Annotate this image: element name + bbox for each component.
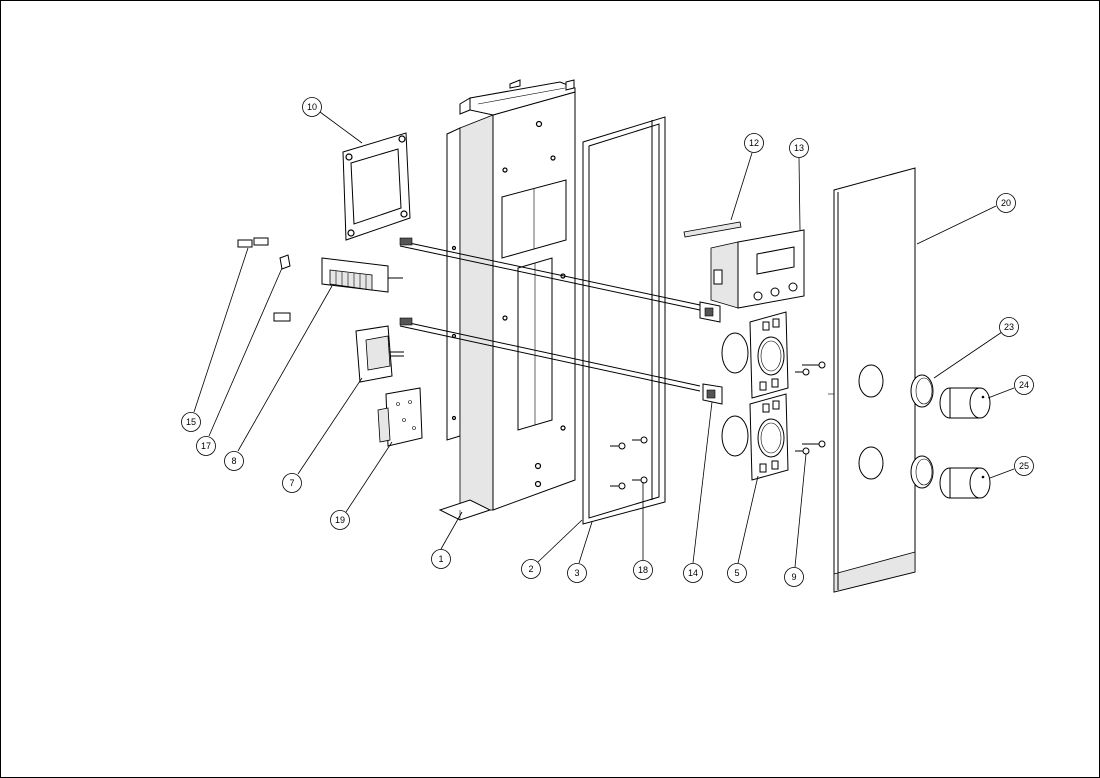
callout-label: 18 [638, 565, 648, 575]
callout-19: 19 [330, 441, 393, 530]
part-2-3-gasket-frame [582, 116, 666, 525]
part-5-lower-bracket [721, 393, 789, 481]
callout-13: 13 [789, 138, 809, 231]
callout-2: 2 [521, 519, 583, 579]
callout-label: 8 [231, 456, 236, 466]
callout-label: 9 [791, 572, 796, 582]
part-24-knob [939, 387, 991, 419]
callout-1: 1 [431, 511, 463, 569]
callout-7: 7 [282, 377, 363, 493]
part-12-strip [683, 221, 742, 238]
callout-5: 5 [727, 475, 759, 583]
callout-label: 13 [794, 143, 804, 153]
callout-18: 18 [633, 482, 653, 580]
part-25-knob [939, 467, 991, 499]
callout-label: 3 [574, 568, 579, 578]
part-7-rotary-switch [355, 325, 404, 383]
callout-15: 15 [181, 247, 249, 432]
part-19-pcb [377, 387, 423, 447]
callout-8: 8 [224, 285, 333, 471]
callout-3: 3 [567, 521, 593, 583]
callout-label: 7 [289, 478, 294, 488]
part-10-bracket-plate [342, 132, 411, 241]
callout-17: 17 [196, 267, 283, 456]
part-5-upper-bracket [721, 311, 789, 399]
part-8-terminal-block [321, 257, 403, 293]
callout-9: 9 [784, 453, 807, 587]
part-17-clip [279, 254, 291, 270]
part-13-display-module [710, 229, 805, 309]
callout-label: 2 [528, 564, 533, 574]
callout-label: 24 [1019, 380, 1029, 390]
callout-label: 5 [734, 568, 739, 578]
part-9-screws [795, 361, 826, 455]
callout-23: 23 [933, 317, 1019, 379]
callout-label: 1 [438, 554, 443, 564]
part-20-front-panel [828, 167, 916, 593]
callout-10: 10 [302, 97, 363, 144]
callout-label: 19 [335, 515, 345, 525]
part-1-main-frame [438, 79, 576, 521]
part-15-connectors [237, 237, 291, 322]
callout-20: 20 [916, 193, 1016, 245]
callout-25: 25 [989, 456, 1034, 479]
upper-cable [399, 237, 721, 323]
callout-label: 10 [307, 102, 317, 112]
callout-12: 12 [730, 133, 764, 221]
lower-cable [399, 317, 723, 405]
part-23-bezels [910, 374, 934, 489]
callout-label: 25 [1019, 461, 1029, 471]
callout-24: 24 [987, 375, 1034, 399]
callout-label: 20 [1001, 198, 1011, 208]
callout-label: 17 [201, 441, 211, 451]
callout-label: 15 [186, 417, 196, 427]
callout-label: 14 [688, 568, 698, 578]
callout-label: 12 [749, 138, 759, 148]
callout-14: 14 [683, 401, 713, 583]
callout-label: 23 [1004, 322, 1014, 332]
part-18-screws [610, 436, 648, 490]
